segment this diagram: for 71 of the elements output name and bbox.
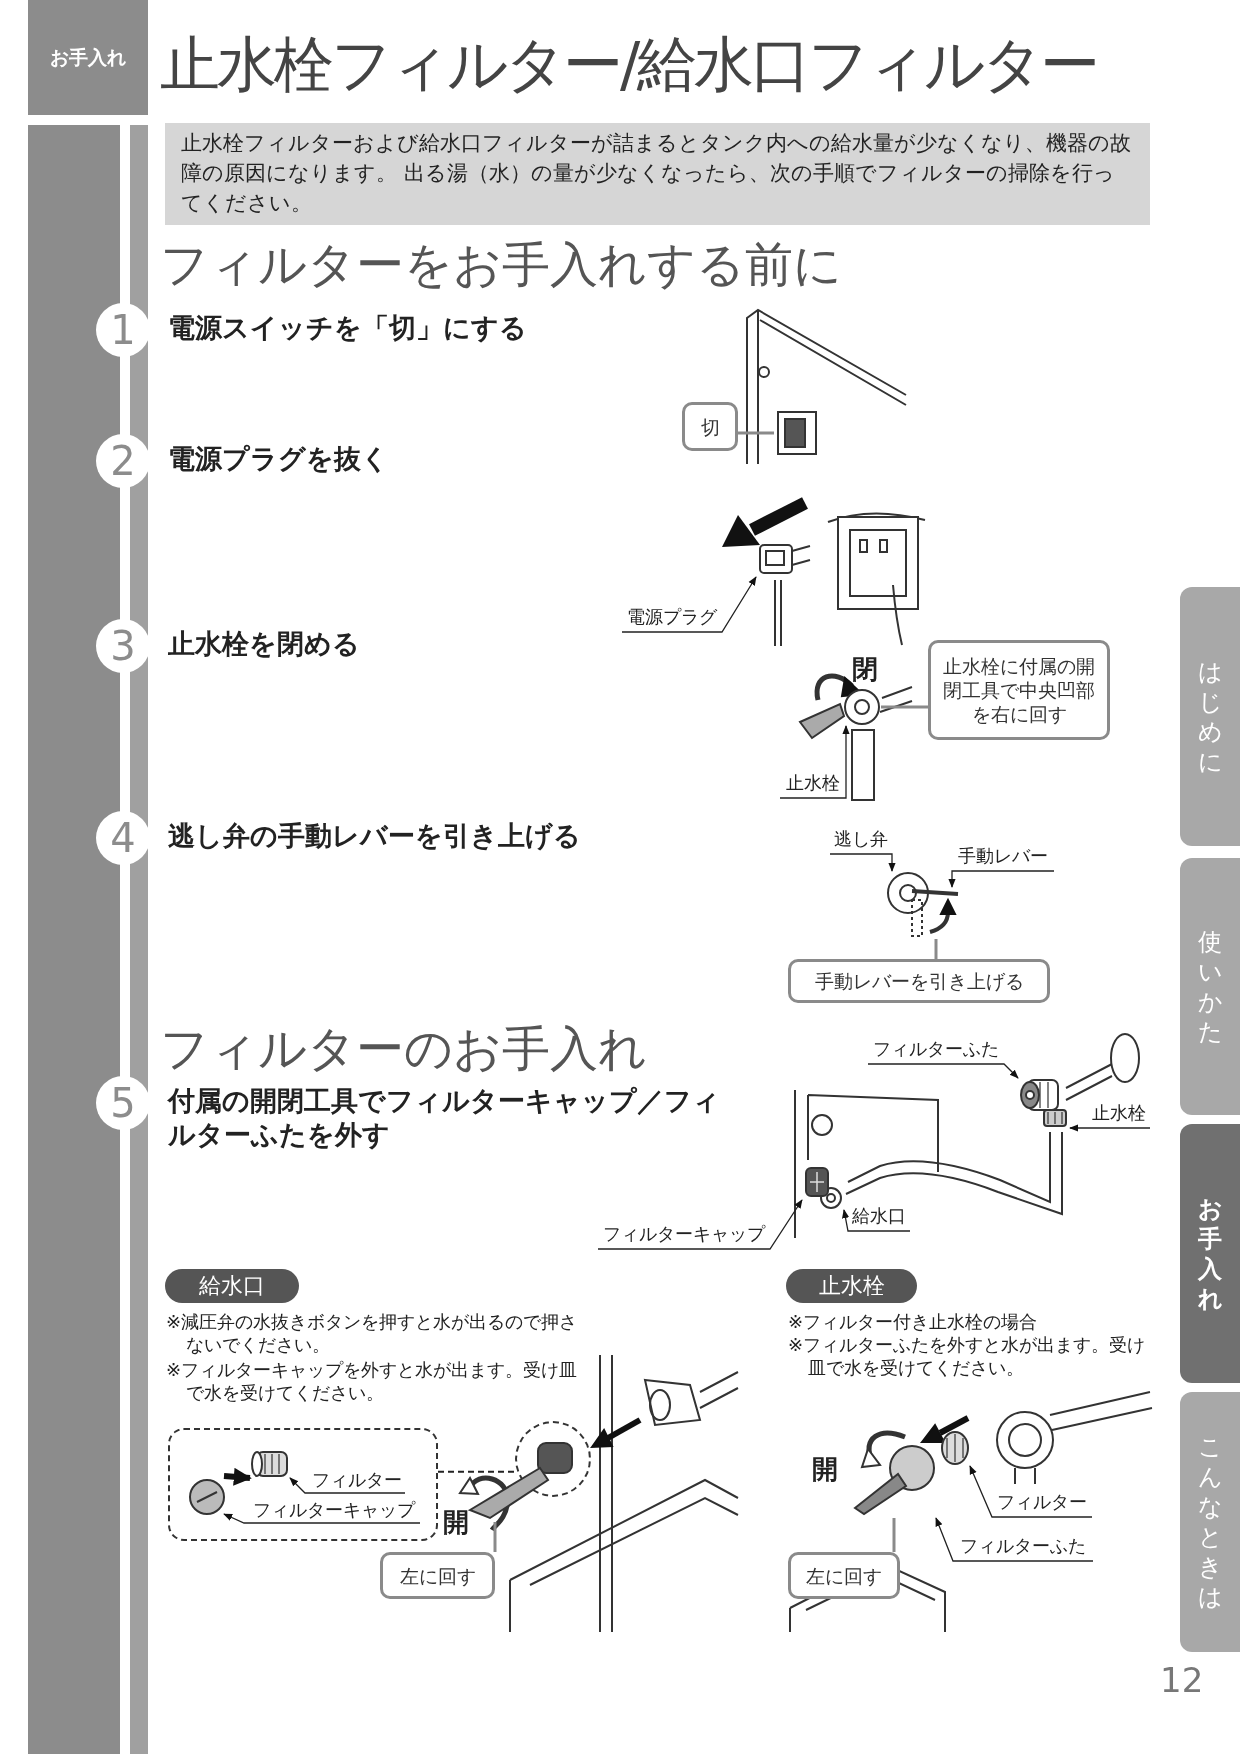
- leader-line: [289, 1477, 406, 1494]
- part-label: フィルター: [307, 1467, 407, 1493]
- leader-line: [935, 1517, 1094, 1562]
- step-instruction: 電源スイッチを「切」にする: [168, 311, 528, 345]
- section-pill: 給水口: [165, 1269, 299, 1303]
- chapter-tab: 使いかた: [1180, 858, 1240, 1115]
- callout-tail: [934, 939, 938, 959]
- part-label: フィルターキャップ: [246, 1497, 422, 1523]
- leader-line: [969, 1465, 1093, 1518]
- turn-direction-label: 開: [812, 1453, 838, 1486]
- step-instruction: 付属の開閉工具でフィルターキャップ／フィルターふたを外す: [168, 1084, 721, 1152]
- step-instruction: 止水栓を閉める: [168, 627, 361, 661]
- part-label: 手動レバー: [952, 843, 1054, 869]
- relief-valve-drawing: [886, 871, 930, 915]
- chapter-tab: お手入れ: [1180, 1124, 1240, 1383]
- valve-tee-drawing: [1040, 1108, 1070, 1130]
- leader-line: [829, 853, 896, 872]
- callout-tail: [738, 431, 774, 435]
- chapter-tab: はじめに: [1180, 587, 1240, 846]
- filter-lid-drawing: [1018, 1078, 1062, 1114]
- stop-valve-drawing: [843, 688, 881, 726]
- opening-tool-drawing: [466, 1464, 552, 1522]
- turn-direction-label: 開: [443, 1506, 469, 1539]
- section-pill: 止水栓: [786, 1269, 917, 1303]
- filter-lid-with-tool-drawing: [852, 1444, 936, 1518]
- part-label: フィルターふた: [953, 1533, 1093, 1559]
- filter-cap-drawing: [188, 1478, 226, 1516]
- intro-panel: 止水栓フィルターおよび給水口フィルターが詰まるとタンク内への給水量が少なくなり、機器の故障の原因になります。 出る湯（水）の量が少なくなったら、次の手順でフィルターの掃除を行ってください。: [165, 123, 1150, 225]
- leader-line: [597, 1199, 803, 1250]
- note-text: ※フィルターキャップを外すと水が出ます。受け皿で水を受けてください。: [166, 1358, 579, 1404]
- callout-tail: [493, 1522, 497, 1552]
- leader-line: [841, 1209, 911, 1232]
- section-tab: お手入れ: [28, 0, 148, 115]
- arrow: [223, 1467, 252, 1486]
- detail-frame: [168, 1428, 438, 1541]
- leader-line: [948, 870, 1055, 888]
- callout-bubble: 止水栓に付属の開閉工具で中央凹部を右に回す: [928, 640, 1110, 740]
- page-number: 12: [1160, 1660, 1204, 1700]
- note-text: ※減圧弁の水抜きボタンを押すと水が出るので押さないでください。: [166, 1310, 579, 1356]
- leader-line: [223, 1513, 421, 1524]
- callout-bubble: 左に回す: [788, 1552, 900, 1599]
- section-heading: フィルターのお手入れ: [160, 1020, 648, 1076]
- part-label: 止水栓: [780, 770, 846, 796]
- filter-drawing: [940, 1430, 970, 1466]
- page-title: 止水栓フィルター/給水口フィルター: [160, 28, 1099, 101]
- callout-tail: [892, 1518, 896, 1552]
- leader-line: [621, 576, 757, 633]
- leader-line: [867, 1063, 1019, 1079]
- part-label: フィルターふた: [868, 1036, 1004, 1062]
- chapter-tab: こんなときは: [1180, 1392, 1240, 1652]
- part-label: フィルター: [992, 1489, 1092, 1515]
- step-instruction: 逃し弁の手動レバーを引き上げる: [168, 819, 582, 853]
- filter-cap-drawing: [802, 1164, 832, 1200]
- part-label: 給水口: [848, 1203, 910, 1229]
- connector-line: [437, 1470, 516, 1473]
- callout-bubble: 切: [682, 402, 738, 451]
- leader-line: [1069, 1124, 1151, 1132]
- note-text: ※フィルター付き止水栓の場合: [788, 1310, 1039, 1333]
- part-label: 止水栓: [1088, 1100, 1150, 1126]
- callout-tail: [881, 705, 928, 709]
- part-label: 電源プラグ: [622, 604, 722, 630]
- rocker-switch-drawing: [774, 408, 820, 458]
- step-instruction: 電源プラグを抜く: [168, 442, 390, 476]
- turn-direction-label: 閉: [852, 653, 878, 686]
- callout-bubble: 手動レバーを引き上げる: [788, 959, 1050, 1003]
- section-heading: フィルターをお手入れする前に: [160, 236, 843, 292]
- callout-bubble: 左に回す: [380, 1552, 495, 1599]
- leader-line: [779, 725, 850, 799]
- part-label: 逃し弁: [830, 826, 892, 852]
- note-text: ※フィルターふたを外すと水が出ます。受け皿で水を受けてください。: [788, 1333, 1147, 1379]
- part-label: フィルターキャップ: [598, 1221, 770, 1247]
